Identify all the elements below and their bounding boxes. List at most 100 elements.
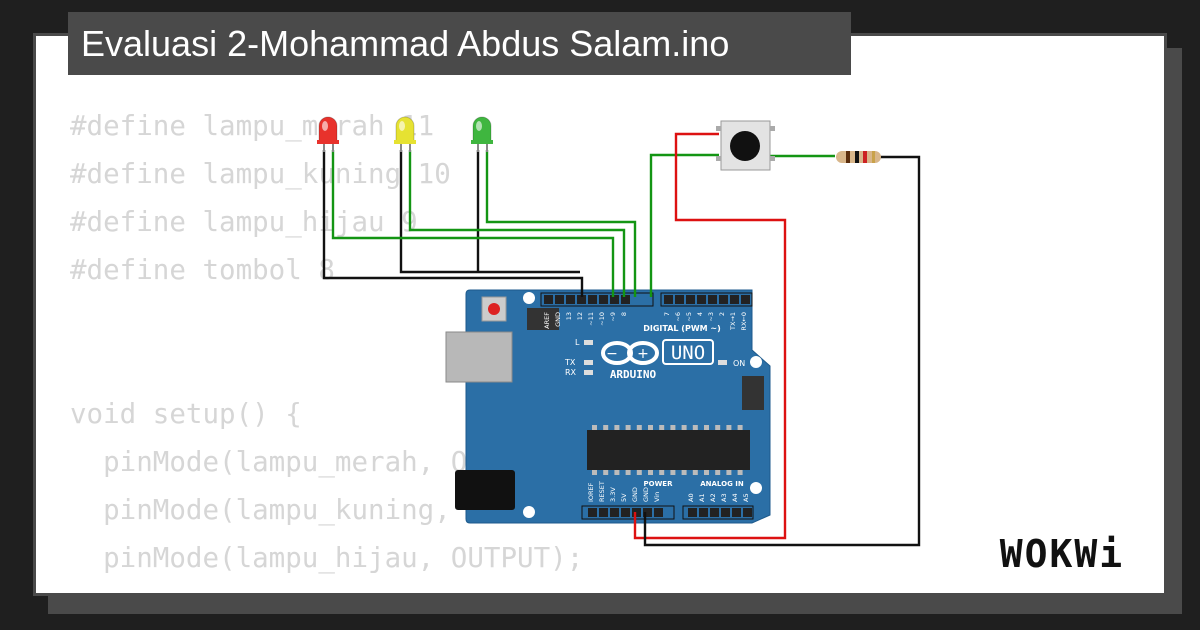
digital-pin-socket[interactable] (599, 295, 608, 304)
power-pin-socket[interactable] (654, 508, 663, 517)
power-pin-socket[interactable] (610, 508, 619, 517)
digital-pin-socket[interactable] (610, 295, 619, 304)
code-line: #define lampu_hijau 9 (70, 206, 418, 238)
power-pin-socket[interactable] (588, 508, 597, 517)
digital-label: DIGITAL (PWM ~) (643, 324, 721, 333)
digital-pin-socket[interactable] (719, 295, 728, 304)
analog-pin-socket[interactable] (743, 508, 752, 517)
wire-pin8 (649, 153, 719, 297)
digital-pin-label: ~3 (707, 312, 715, 322)
wire-gnd-red-led (322, 150, 584, 297)
chip-pin (592, 470, 597, 475)
chip-pin (592, 425, 597, 430)
digital-pin-label: ~10 (598, 312, 606, 326)
digital-pin-socket[interactable] (555, 295, 564, 304)
digital-pin-label: GND (554, 312, 562, 327)
digital-pin-label: ~5 (685, 312, 693, 322)
reset-button-cap[interactable] (488, 303, 500, 315)
analog-pin-label: A1 (698, 493, 706, 502)
digital-pin-socket[interactable] (741, 295, 750, 304)
analog-pin-socket[interactable] (721, 508, 730, 517)
power-pin-label: 3.3V (609, 487, 617, 502)
chip-pin (726, 425, 732, 430)
led-group (317, 116, 493, 152)
power-pin-socket[interactable] (621, 508, 630, 517)
chip-pin (681, 425, 687, 430)
push-button[interactable] (716, 120, 775, 171)
chip-pin (726, 470, 732, 475)
digital-pin-label: ~11 (587, 312, 595, 326)
wire-5v (633, 132, 787, 540)
power-pin-label: Vin (653, 492, 661, 502)
power-pin-socket[interactable] (643, 508, 652, 517)
analog-pin-label: A0 (687, 493, 695, 502)
digital-pin-socket[interactable] (730, 295, 739, 304)
chip-pin (737, 425, 743, 430)
chip-pin (636, 470, 642, 475)
analog-pin-socket[interactable] (710, 508, 719, 517)
wire-gnd-yellow-led (399, 150, 580, 274)
chip-pin (704, 470, 709, 475)
analog-label: ANALOG IN (700, 480, 744, 488)
chip-pin (670, 425, 676, 430)
digital-pin-label: 7 (663, 312, 671, 316)
atmega-chip (587, 425, 750, 475)
power-pin-socket[interactable] (599, 508, 608, 517)
wire-resistor-gnd (643, 155, 921, 547)
digital-pin-label: 8 (620, 312, 628, 316)
digital-pin-label: ~6 (674, 312, 682, 322)
chip-pin (692, 470, 698, 475)
digital-pin-label: 4 (696, 312, 704, 316)
wire-pin9 (485, 150, 637, 297)
digital-pin-socket[interactable] (697, 295, 706, 304)
digital-pin-socket[interactable] (708, 295, 717, 304)
code-line: pinMode(lampu_hijau, OUTPUT); (70, 542, 584, 574)
chip-pin (659, 470, 665, 475)
svg-text:+: + (637, 346, 649, 362)
digital-pin-label: TX→1 (729, 312, 737, 331)
chip-pin (715, 470, 721, 475)
wokwi-logo-text: WOKWi (1000, 532, 1124, 576)
digital-pin-socket[interactable] (686, 295, 695, 304)
chip-pin (603, 425, 609, 430)
analog-pin-label: A2 (709, 493, 717, 502)
code-line: #define tombol 8 (70, 254, 335, 286)
digital-pin-socket[interactable] (588, 295, 597, 304)
analog-pin-label: A5 (742, 493, 750, 502)
led-lampu_merah[interactable] (317, 116, 339, 152)
chip-pin (737, 470, 743, 475)
digital-pin-socket[interactable] (577, 295, 586, 304)
analog-pin-socket[interactable] (688, 508, 697, 517)
led-lampu_hijau[interactable] (471, 116, 493, 152)
chip-pin (704, 425, 709, 430)
mount-hole (523, 292, 535, 304)
digital-pin-label: 13 (565, 312, 573, 320)
digital-pin-socket[interactable] (566, 295, 575, 304)
power-pin-label: GND (631, 487, 639, 502)
digital-pin-socket[interactable] (675, 295, 684, 304)
digital-pin-socket[interactable] (621, 295, 630, 304)
power-pin-socket[interactable] (632, 508, 641, 517)
chip-pin (681, 470, 687, 475)
digital-pin-label: AREF (543, 312, 551, 329)
wire-pin10 (408, 150, 626, 297)
resistor (836, 151, 881, 163)
digital-pin-socket[interactable] (664, 295, 673, 304)
digital-pin-socket[interactable] (544, 295, 553, 304)
chip-pin (670, 470, 676, 475)
mount-hole (750, 356, 762, 368)
usb-port (445, 331, 513, 383)
analog-pin-socket[interactable] (699, 508, 708, 517)
board-brand: ARDUINO (610, 368, 657, 381)
analog-pin-socket[interactable] (732, 508, 741, 517)
icsp-header (527, 308, 764, 410)
code-line: void setup() { (70, 398, 302, 430)
chip-pin (614, 425, 620, 430)
led-rx-label: RX (565, 368, 577, 377)
led-lampu_kuning[interactable] (394, 116, 416, 152)
